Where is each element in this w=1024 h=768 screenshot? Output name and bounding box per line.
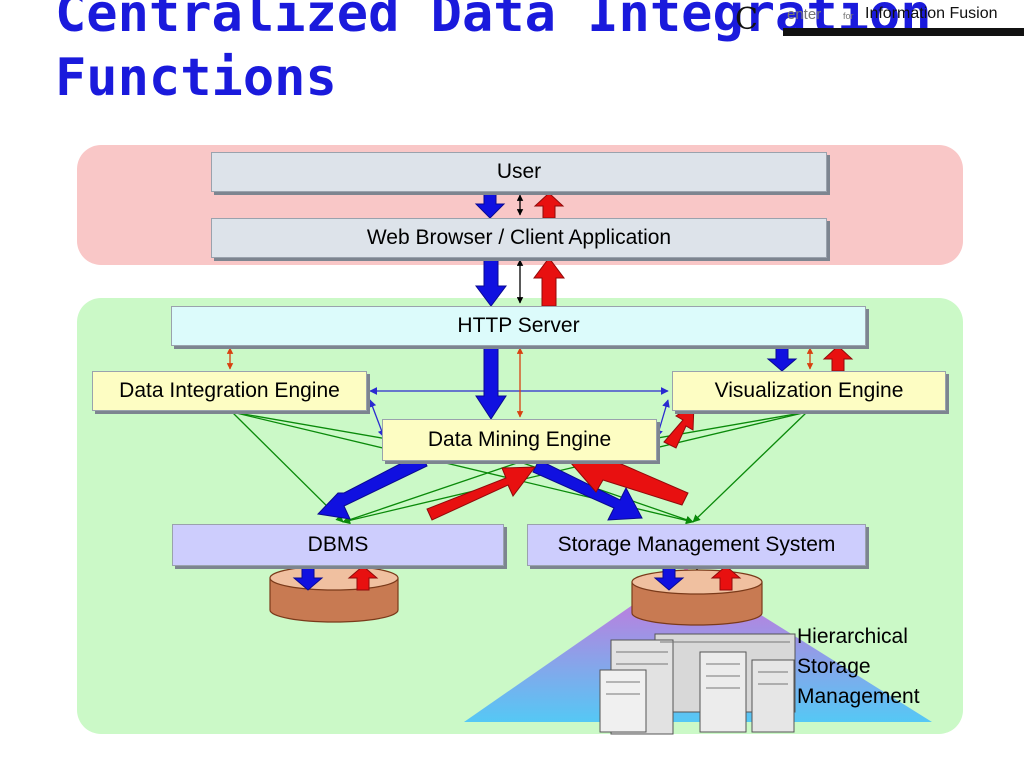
resp-http-browser (533, 257, 565, 307)
hsm-caption-line-3: Management (797, 685, 920, 708)
resp-disk-dbms (347, 565, 379, 591)
connector-dme-dbms (342, 461, 521, 524)
user-node: User (211, 152, 827, 192)
resp-browser-user (533, 192, 565, 219)
response-arrows (347, 192, 854, 591)
resp-vis-http (822, 345, 854, 372)
data-integration-engine-node: Data Integration Engine (92, 371, 367, 411)
link-die-dme (368, 399, 386, 438)
storage-management-system-node: Storage Management System (527, 524, 866, 566)
sms-disk (631, 569, 763, 626)
logo-for-text: for (843, 11, 854, 21)
req-http-dme (475, 345, 507, 420)
logo-c: C (735, 2, 758, 37)
resp-dbms-dme (426, 466, 537, 521)
hsm-caption-line-1: Hierarchical (797, 625, 908, 648)
slide-title-line-1: Centralized Data Integration (55, 0, 932, 44)
resp-disk-sms (710, 565, 742, 591)
storage-server-rack (599, 633, 796, 735)
link-vis-dme (655, 399, 670, 438)
req-browser-http (475, 257, 507, 307)
req-dme-dbms (316, 452, 428, 520)
slide-title: Centralized Data Integration Functions (55, 0, 932, 110)
req-sms-disk (653, 565, 685, 591)
data-mining-engine-node: Data Mining Engine (382, 419, 657, 461)
http-server-node: HTTP Server (171, 306, 866, 346)
hsm-caption: Hierarchical Storage Management (797, 622, 920, 712)
request-arrows (292, 192, 798, 591)
resp-dme-vis (663, 403, 695, 449)
visualization-engine-node: Visualization Engine (672, 371, 946, 411)
logo-underline (783, 28, 1024, 36)
connector-die-dbms (231, 411, 344, 523)
req-http-vis (766, 345, 798, 372)
req-user-browser (474, 192, 506, 219)
req-dbms-disk (292, 565, 324, 591)
logo-center-text: enter (787, 6, 822, 23)
browser-node: Web Browser / Client Application (211, 218, 827, 258)
connector-vis-sms (692, 411, 808, 523)
dbms-node: DBMS (172, 524, 504, 566)
center-logo: C enter for Information Fusion (735, 0, 1024, 40)
logo-fusion-text: Information Fusion (865, 5, 998, 22)
slide-title-line-2: Functions (55, 48, 337, 108)
req-dme-sms (532, 459, 643, 521)
hsm-caption-line-2: Storage (797, 655, 871, 678)
dbms-disk (269, 565, 399, 623)
